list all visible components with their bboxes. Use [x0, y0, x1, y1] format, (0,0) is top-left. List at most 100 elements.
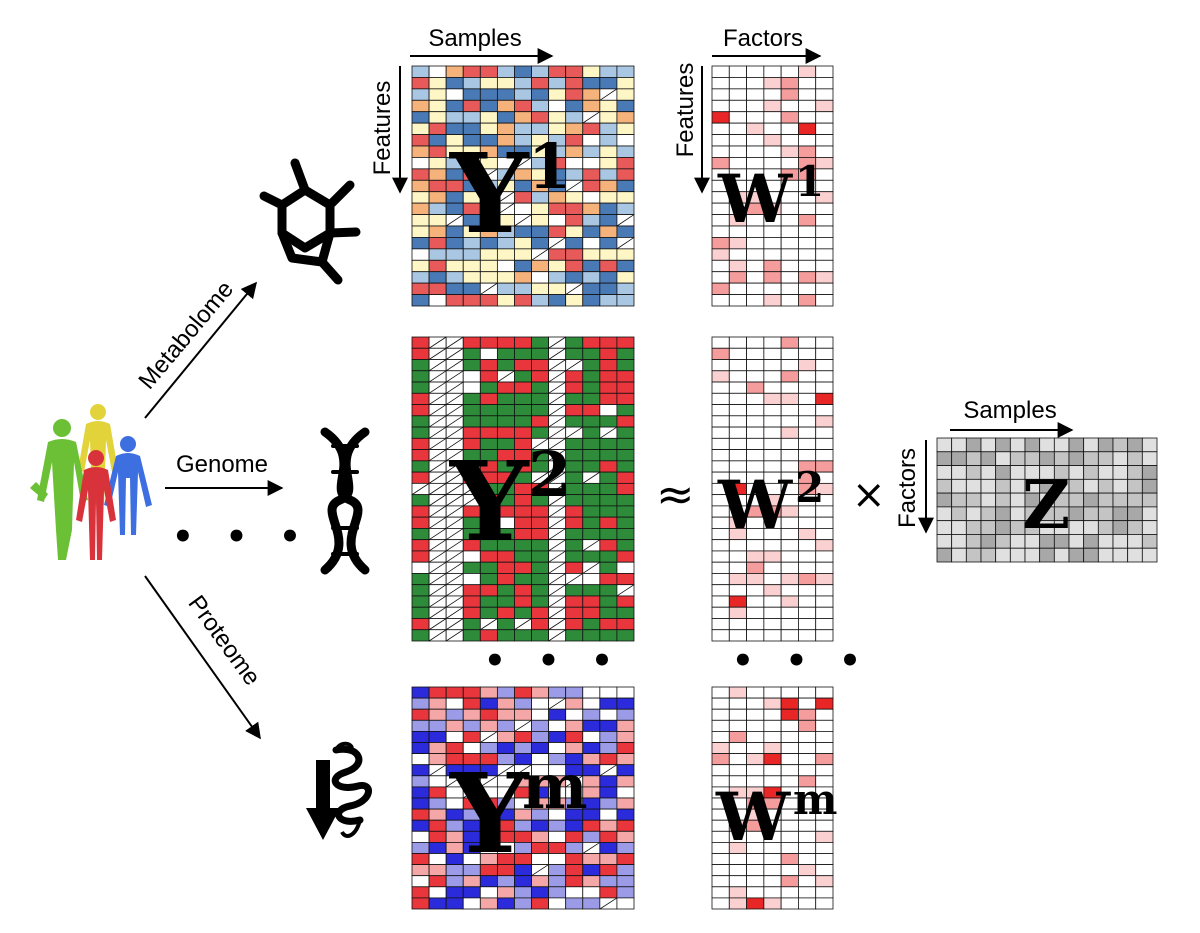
- matrix-cell: [780, 248, 799, 261]
- matrix-cell: [711, 449, 730, 462]
- matrix-cell: [616, 629, 635, 642]
- matrix-cell: [411, 719, 430, 732]
- matrix-cell: [1141, 492, 1158, 508]
- matrix-cell: [780, 708, 799, 721]
- missing-cell-slash: [565, 179, 583, 193]
- matrix-cell: [815, 618, 834, 631]
- matrix-cell: [980, 492, 997, 508]
- matrix-cell: [995, 492, 1011, 508]
- matrix-cell: [462, 111, 481, 124]
- missing-cell-slash: [548, 618, 566, 631]
- missing-cell-slash: [445, 618, 464, 631]
- matrix-cell: [531, 381, 550, 394]
- missing-cell-slash: [445, 415, 464, 428]
- matrix-cell: [965, 478, 982, 494]
- matrix-cell: [428, 731, 447, 743]
- matrix-cell: [616, 731, 635, 743]
- matrix-cell: [531, 606, 550, 619]
- matrix-cell: [514, 381, 532, 394]
- matrix-cell: [815, 259, 834, 273]
- matrix-cell: [599, 797, 618, 810]
- matrix-cell: [428, 742, 447, 755]
- matrix-cell: [711, 764, 730, 777]
- matrix-cell: [763, 449, 782, 462]
- matrix-cell: [616, 359, 635, 372]
- matrix-cell: [780, 88, 799, 101]
- missing-cell-slash: [480, 775, 498, 788]
- z-matrix: [936, 437, 1158, 563]
- missing-cell-slash: [445, 359, 464, 372]
- matrix-cell: [728, 550, 747, 563]
- missing-cell-slash: [548, 426, 566, 439]
- missing-cell-slash: [548, 392, 566, 405]
- matrix-cell: [616, 122, 635, 135]
- missing-cell-slash: [445, 426, 464, 439]
- w1-matrix: [711, 65, 834, 307]
- matrix-cell: [763, 370, 782, 383]
- matrix-cell: [411, 842, 430, 854]
- matrix-cell: [514, 347, 532, 360]
- matrix-cell: [479, 111, 498, 124]
- missing-cell-slash: [599, 426, 618, 439]
- matrix-cell: [479, 708, 498, 721]
- matrix-cell: [616, 797, 635, 810]
- matrix-cell: [616, 842, 635, 854]
- matrix-cell: [1068, 478, 1085, 494]
- matrix-cell: [599, 65, 618, 78]
- missing-cell-slash: [548, 494, 566, 507]
- matrix-cell: [599, 392, 618, 405]
- matrix-cell: [1097, 492, 1114, 508]
- matrix-cell: [479, 347, 498, 360]
- matrix-cell: [496, 731, 515, 743]
- matrix-cell: [815, 742, 834, 755]
- missing-cell-slash: [445, 516, 464, 529]
- matrix-cell: [582, 897, 601, 910]
- matrix-cell: [548, 686, 567, 699]
- matrix-cell: [479, 392, 498, 405]
- matrix-cell: [936, 534, 953, 549]
- matrix-cell: [965, 520, 982, 535]
- missing-cell-slash: [428, 347, 447, 360]
- matrix-cell: [951, 478, 967, 494]
- matrix-cell: [565, 528, 584, 541]
- matrix-cell: [1083, 520, 1099, 535]
- matrix-cell: [445, 731, 464, 743]
- ellipsis-w: • • •: [732, 641, 871, 681]
- missing-cell-slash: [548, 336, 566, 349]
- matrix-cell: [616, 381, 635, 394]
- matrix-cell: [798, 606, 817, 619]
- matrix-cell: [995, 520, 1011, 535]
- missing-cell-slash: [428, 471, 447, 484]
- matrix-cell: [565, 539, 584, 552]
- matrix-cell: [531, 347, 550, 360]
- matrix-cell: [445, 77, 464, 90]
- matrix-cell: [411, 764, 430, 777]
- matrix-cell: [746, 629, 765, 642]
- matrix-cell: [616, 886, 635, 899]
- matrix-cell: [548, 842, 567, 854]
- matrix-cell: [565, 370, 584, 383]
- matrix-cell: [728, 294, 747, 307]
- matrix-cell: [599, 494, 618, 507]
- matrix-cell: [763, 426, 782, 439]
- matrix-cell: [462, 65, 481, 78]
- matrix-cell: [411, 88, 430, 101]
- matrix-cell: [582, 618, 601, 631]
- approx-symbol: ≈: [656, 467, 695, 521]
- matrix-cell: [936, 478, 953, 494]
- matrix-cell: [599, 886, 618, 899]
- matrix-cell: [798, 122, 817, 135]
- matrix-cell: [815, 134, 834, 147]
- matrix-cell: [763, 618, 782, 631]
- matrix-cell: [951, 534, 967, 549]
- matrix-cell: [514, 606, 532, 619]
- matrix-cell: [616, 134, 635, 147]
- matrix-cell: [514, 404, 532, 417]
- matrix-cell: [479, 271, 498, 284]
- missing-cell-slash: [548, 471, 566, 484]
- matrix-cell: [1127, 478, 1143, 494]
- matrix-cell: [780, 370, 799, 383]
- samples-label-z: Samples: [963, 397, 1056, 424]
- missing-cell-slash: [428, 505, 447, 518]
- matrix-cell: [582, 336, 601, 349]
